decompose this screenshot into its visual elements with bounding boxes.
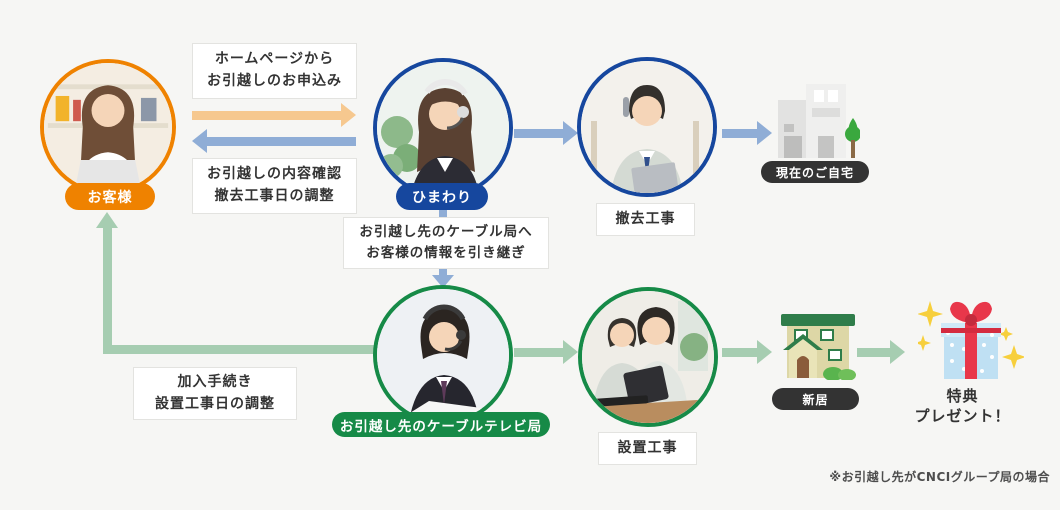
arrow-shaft [514,128,563,138]
arrow-shaft [192,110,341,120]
signup-box: 加入手続き 設置工事日の調整 [133,367,297,420]
arrow-station-to-customer-horizontal [103,345,377,354]
arrow-shaft [857,347,890,357]
cable-station-label-text: お引越し先のケーブルテレビ局 [339,418,543,435]
arrow-head [563,121,578,145]
removal-worker-photo [577,57,717,197]
arrow-shaft [722,128,757,138]
current-home-label-text: 現在のご自宅 [775,165,854,180]
arrow-himawari-to-customer [192,129,356,153]
handover-box: お引越し先のケーブル局へ お客様の情報を引き継ぎ [343,217,549,269]
arrow-shaft [722,347,757,357]
signup-box-line1: 加入手続き [177,373,253,390]
confirm-box: お引越しの内容確認 撤去工事日の調整 [192,158,357,214]
arrow-customer-to-himawari [192,103,356,127]
handover-box-line2: お客様の情報を引き継ぎ [366,245,526,261]
footnote: ※お引越し先がCNCIグループ局の場合 [829,468,1050,485]
himawari-illustration [377,62,509,194]
arrow-new-home-to-gift [857,340,905,364]
arrow-removal-to-current-home [722,121,772,145]
installation-label-text: 設置工事 [617,439,678,456]
removal-worker-illustration [581,61,713,193]
installation-photo [578,287,718,427]
customer-label-text: お客様 [87,189,133,206]
arrow-head [341,103,356,127]
arrow-station-to-installation [514,340,578,364]
house-icon [777,308,859,380]
arrow-head [757,121,772,145]
gift-caption-line1: 特典 [946,387,979,405]
current-home-label: 現在のご自宅 [761,161,869,183]
arrow-head [563,340,578,364]
confirm-box-line2: 撤去工事日の調整 [214,188,335,204]
cable-station-illustration [377,289,509,421]
cable-station-label: お引越し先のケーブルテレビ局 [332,412,550,437]
arrow-himawari-to-removal [514,121,578,145]
arrow-handover-to-station-head [432,275,454,288]
gift-icon [918,293,1024,385]
signup-box-line2: 設置工事日の調整 [155,395,275,412]
new-home-label-text: 新居 [802,392,829,407]
installation-label-box: 設置工事 [598,432,697,465]
apply-box-line1: ホームページから [214,51,335,68]
customer-photo [40,59,176,195]
arrow-shaft [207,136,356,146]
arrow-station-to-customer-vertical [103,227,112,354]
handover-box-line1: お引越し先のケーブル局へ [359,224,533,241]
removal-label-box: 撤去工事 [596,203,695,236]
customer-illustration [44,63,172,191]
removal-label-text: 撤去工事 [615,210,676,227]
arrow-shaft [514,347,563,357]
arrow-head [757,340,772,364]
himawari-photo [373,58,513,198]
apply-box-line2: お引越しのお申込み [207,73,342,89]
confirm-box-line1: お引越しの内容確認 [207,166,342,183]
arrow-handover-to-station-shaft [439,267,447,276]
arrow-head [890,340,905,364]
cable-station-photo [373,285,513,425]
new-home-label: 新居 [772,388,859,410]
arrow-installation-to-new-home [722,340,772,364]
footnote-text: ※お引越し先がCNCIグループ局の場合 [829,470,1050,484]
installation-illustration [582,291,714,423]
arrow-head [192,129,207,153]
apply-box: ホームページから お引越しのお申込み [192,43,357,99]
arrow-station-to-customer-head [96,212,118,228]
buildings-icon [776,82,860,160]
himawari-label: ひまわり [396,183,488,210]
gift-caption: 特典 プレゼント！ [900,386,1025,427]
gift-caption-line2: プレゼント！ [914,407,1011,426]
connector-himawari-to-handover [439,205,447,218]
customer-label: お客様 [65,183,155,210]
himawari-label-text: ひまわり [412,189,472,206]
